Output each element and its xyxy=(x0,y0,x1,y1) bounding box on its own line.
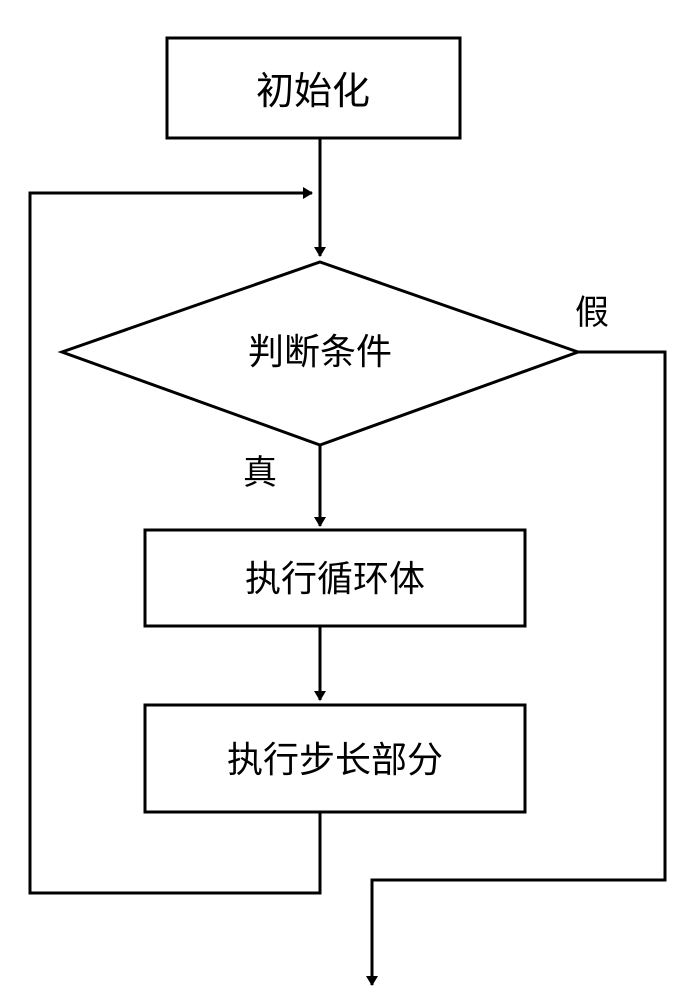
loop-body-box xyxy=(143,528,527,628)
loop-back-line xyxy=(28,187,322,895)
false-branch-line xyxy=(366,350,667,986)
loop-body-label: 执行循环体 xyxy=(245,559,425,600)
init-box xyxy=(165,36,462,140)
init-label: 初始化 xyxy=(256,69,370,113)
step-label: 执行步长部分 xyxy=(227,740,443,781)
false-label: 假 xyxy=(575,293,609,333)
condition-label: 判断条件 xyxy=(248,332,392,373)
step-box xyxy=(143,703,527,814)
true-label: 真 xyxy=(243,453,277,493)
